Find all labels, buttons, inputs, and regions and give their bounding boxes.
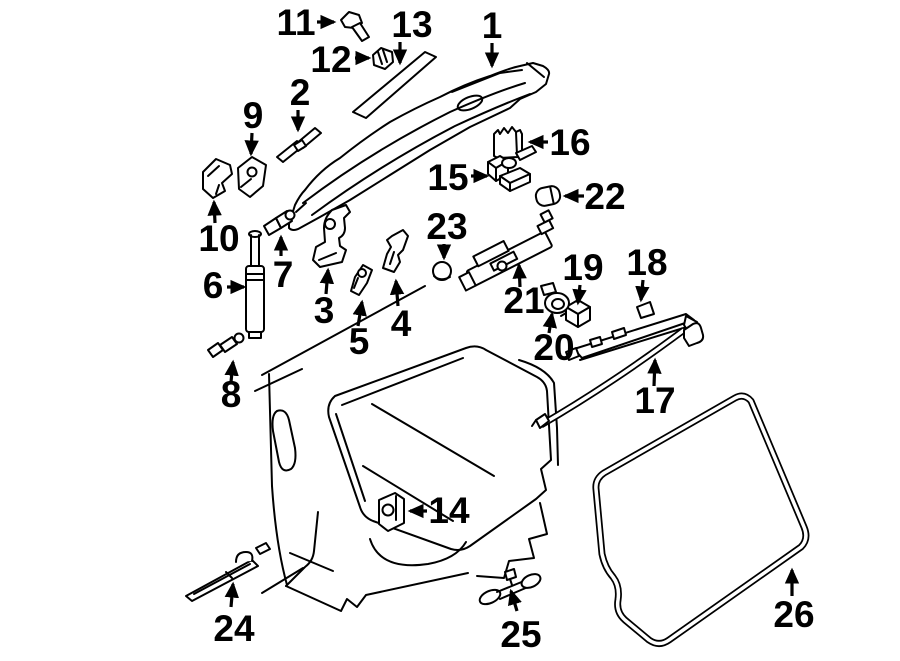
callout-22-label[interactable]: 22 — [584, 176, 625, 217]
part-4-curved-bracket — [382, 229, 409, 273]
part-13-trim-strip — [352, 51, 437, 119]
callout-5-label[interactable]: 5 — [349, 321, 370, 362]
callout-12: 12 — [310, 39, 372, 80]
callout-15-label[interactable]: 15 — [427, 157, 468, 198]
callout-21: 21 — [503, 262, 545, 321]
callout-9-arrow — [244, 132, 259, 157]
callout-6-label[interactable]: 6 — [203, 265, 224, 306]
tailgate-opening — [327, 345, 552, 551]
callout-23: 23 — [426, 206, 468, 261]
callout-12-label[interactable]: 12 — [310, 39, 351, 80]
callout-8-label[interactable]: 8 — [221, 374, 242, 415]
part-1-liftgate-panel — [288, 62, 551, 231]
quarter-window — [271, 409, 297, 472]
callout-9: 9 — [243, 95, 264, 157]
callout-1-label[interactable]: 1 — [482, 5, 503, 46]
callout-15: 15 — [427, 157, 490, 198]
callout-4-label[interactable]: 4 — [391, 303, 412, 344]
callout-21-label[interactable]: 21 — [503, 280, 544, 321]
callout-1: 1 — [482, 5, 503, 69]
callout-18-label[interactable]: 18 — [626, 242, 667, 283]
callout-3-label[interactable]: 3 — [314, 290, 335, 331]
callout-2-label[interactable]: 2 — [290, 72, 311, 113]
callout-18: 18 — [626, 242, 668, 303]
callout-20: 20 — [533, 311, 575, 368]
part-26-weatherstrip-seal — [592, 392, 810, 647]
callout-22: 22 — [562, 176, 626, 217]
callout-16-label[interactable]: 16 — [549, 122, 590, 163]
callouts: 1 2 3 4 5 6 7 8 — [198, 2, 814, 655]
callout-13-label[interactable]: 13 — [391, 4, 432, 45]
callout-13: 13 — [391, 4, 433, 66]
callout-7: 7 — [273, 234, 294, 295]
callout-10-arrow — [207, 199, 222, 224]
vehicle-body-outline — [254, 285, 559, 612]
callout-4-arrow — [389, 278, 405, 307]
callout-8: 8 — [221, 359, 242, 415]
callout-21-arrow — [512, 262, 527, 288]
part-20-grommet — [540, 282, 570, 314]
part-22-cap — [534, 185, 562, 207]
callout-19: 19 — [562, 247, 604, 306]
callout-17-arrow — [647, 357, 662, 387]
callout-9-label[interactable]: 9 — [243, 95, 264, 136]
callout-2: 2 — [290, 72, 311, 133]
part-5-stop-bracket — [350, 264, 373, 296]
callout-24-arrow — [224, 581, 239, 608]
callout-24: 24 — [213, 581, 255, 649]
callout-26-label[interactable]: 26 — [773, 594, 814, 635]
callout-24-label[interactable]: 24 — [213, 608, 255, 649]
callout-23-label[interactable]: 23 — [426, 206, 467, 247]
callout-10-label[interactable]: 10 — [198, 218, 239, 259]
part-17-spoiler-strip — [531, 322, 705, 429]
callout-17-label[interactable]: 17 — [634, 380, 675, 421]
callout-4: 4 — [389, 278, 412, 344]
part-3-hinge-bracket — [312, 204, 351, 268]
callout-7-label[interactable]: 7 — [273, 254, 294, 295]
part-24-hinge-stop — [185, 542, 271, 602]
callout-25-arrow — [508, 588, 522, 612]
part-15-latch-assembly — [487, 145, 537, 192]
callout-10: 10 — [198, 199, 240, 259]
part-14-striker — [378, 492, 405, 532]
callout-20-label[interactable]: 20 — [533, 327, 574, 368]
part-25-wiper-pivot-cover — [478, 568, 542, 606]
part-9-bracket-plate — [237, 156, 267, 198]
callout-5: 5 — [349, 299, 370, 362]
part-23-plug — [432, 261, 452, 281]
part-2-trim-clip — [276, 127, 322, 163]
part-8-ball-stud-bolt — [207, 332, 245, 358]
callout-14: 14 — [407, 490, 470, 531]
callout-26: 26 — [773, 567, 815, 635]
callout-5-arrow — [352, 299, 367, 327]
callout-19-arrow — [572, 284, 587, 306]
part-10-cover-bracket — [202, 158, 233, 199]
part-7-ball-stud — [263, 209, 296, 236]
callout-20-arrow — [542, 311, 557, 334]
callout-25: 25 — [500, 588, 542, 655]
callout-6: 6 — [203, 265, 247, 306]
callout-18-arrow — [635, 279, 650, 303]
callout-19-label[interactable]: 19 — [562, 247, 603, 288]
callout-11-label[interactable]: 11 — [276, 2, 315, 43]
part-12-clip — [372, 47, 394, 70]
callout-17: 17 — [634, 357, 676, 421]
callout-14-label[interactable]: 14 — [428, 490, 470, 531]
callout-11: 11 — [276, 2, 337, 43]
callout-3: 3 — [314, 267, 335, 331]
callout-8-arrow — [224, 359, 239, 383]
part-21-lock-cylinder — [458, 209, 555, 292]
callout-3-arrow — [319, 267, 335, 295]
callout-25-label[interactable]: 25 — [500, 614, 541, 655]
part-6-gas-strut — [245, 230, 265, 339]
callout-16: 16 — [527, 122, 591, 163]
part-11-screw — [340, 11, 370, 42]
